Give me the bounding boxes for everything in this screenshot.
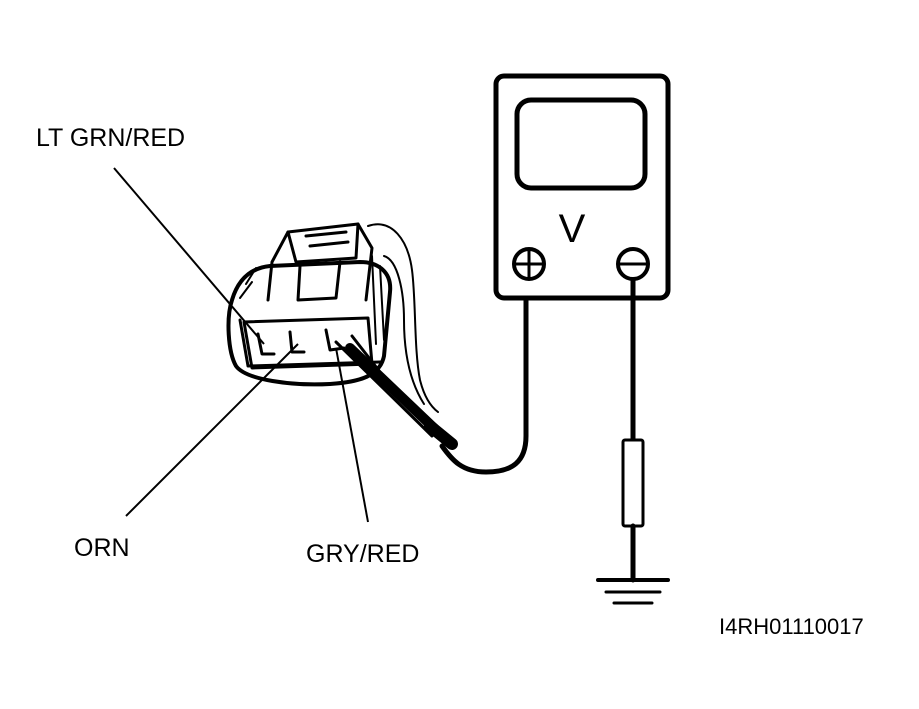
ground-symbol-icon [596,578,670,605]
figure-code: I4RH01110017 [719,614,864,639]
leader-line-gry-red [335,347,369,523]
negative-test-lead [621,277,645,583]
leader-line-orn [125,343,299,517]
voltmeter: V [493,73,671,301]
leader-line-lt-grn-red [113,167,265,345]
wire-label-orn: ORN [74,534,130,562]
positive-test-lead [439,281,529,475]
voltmeter-display [514,97,648,191]
voltmeter-unit-label: V [559,207,586,251]
wiring-connector-icon [226,222,439,413]
wire-label-lt-grn-red: LT GRN/RED [36,124,185,152]
plus-circle-icon [512,247,546,281]
test-probe-icon [334,334,458,450]
wire-label-gry-red: GRY/RED [306,540,419,568]
